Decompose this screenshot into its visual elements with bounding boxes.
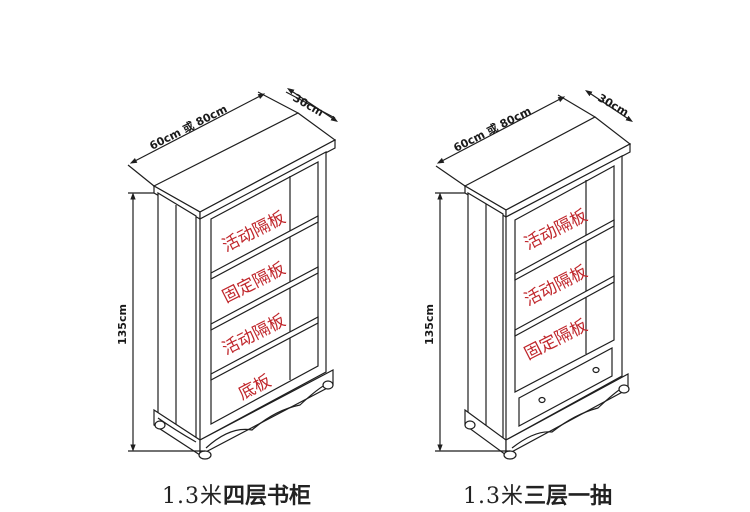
left-side-panel: [157, 191, 197, 450]
left-caption-size: 1.3米: [162, 484, 223, 509]
bookcase-four-tier: 60cm 或 80cm 30cm 135cm 活动隔板 固定隔板 活动隔板 底板: [116, 88, 338, 460]
right-drawer: [518, 346, 613, 428]
right-caption: 1.3米三层一抽: [463, 478, 612, 510]
right-depth-dim: 30cm: [596, 91, 631, 119]
left-caption: 1.3米四层书柜: [162, 478, 311, 510]
left-caption-name: 四层书柜: [223, 484, 312, 509]
drawer-knob-icon: [538, 396, 546, 404]
right-width-dim: 60cm 或 80cm: [451, 103, 533, 154]
right-caption-name: 三层一抽: [524, 484, 613, 509]
bookcase-three-tier-drawer: 60cm 或 80cm 30cm 135cm 活动隔板 活动隔板 固定隔板: [423, 90, 633, 460]
left-width-dim: 60cm 或 80cm: [147, 101, 229, 152]
drawer-knob-icon: [592, 366, 600, 374]
left-height-dim: 135cm: [116, 304, 129, 345]
right-height-dim: 135cm: [423, 304, 436, 345]
right-caption-size: 1.3米: [463, 484, 524, 509]
